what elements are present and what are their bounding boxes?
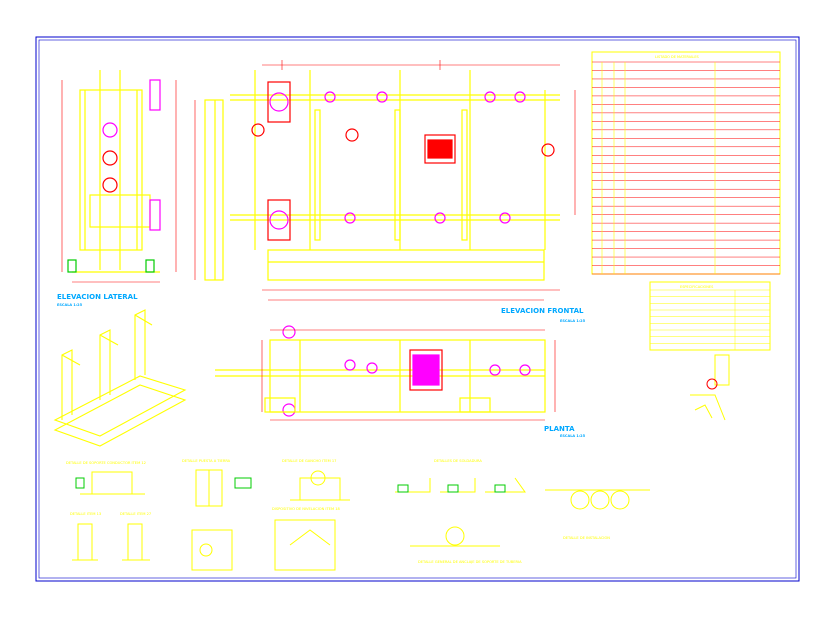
detail-instalacion-title: DETALLE DE INSTALACION (563, 536, 610, 540)
frontal-dimensions (194, 60, 576, 301)
detail-instalacion-drawing (545, 489, 650, 510)
lateral-title: ELEVACION LATERAL (57, 293, 138, 301)
detail-anclaje-title: DETALLE GENERAL DE ANCLAJE DE SOPORTE DE… (418, 560, 522, 564)
plan-scale: ESCALA 1:25 (560, 434, 586, 438)
detail-anclaje-drawing (410, 526, 500, 547)
detail-gancho-drawing (290, 470, 350, 501)
materials-table-title: LISTADO DE MATERIALES (655, 55, 700, 59)
lateral-elevation-view (67, 70, 161, 273)
detail-soldadura-title: DETALLES DE SOLDADURA (434, 459, 482, 463)
detail-soldadura-drawing (395, 477, 526, 493)
detail-puesta-tierra-drawing (191, 469, 252, 571)
specs-table: ESPECIFICACIONES (649, 281, 771, 351)
materials-table: LISTADO DE MATERIALES (591, 51, 781, 275)
specs-table-title: ESPECIFICACIONES (680, 285, 714, 289)
detail-soporte-title: DETALLE DE SOPORTE CONDUCTOR ITEM 12 (66, 461, 146, 465)
outer-border (35, 36, 800, 582)
frontal-title: ELEVACION FRONTAL (501, 307, 584, 315)
lateral-dimensions (61, 80, 177, 283)
frontal-scale: ESCALA 1:25 (560, 319, 586, 323)
plan-title: PLANTA (544, 425, 575, 433)
plan-view (215, 325, 546, 417)
isometric-frame-view (53, 309, 187, 447)
valve-detail (690, 354, 730, 421)
plan-dimensions (261, 329, 556, 421)
detail-nivelacion-title: DISPOSITIVO DE NIVELACION ITEM 18 (272, 507, 340, 511)
detail-item13-drawing (72, 523, 98, 561)
inner-border (38, 39, 797, 579)
detail-gancho-title: DETALLE DE GANCHO ITEM 17 (282, 459, 336, 463)
detail-soporte-drawing (75, 471, 145, 495)
detail-item13-title: DETALLE ITEM 13 (70, 512, 101, 516)
detail-puesta-tierra-title: DETALLE PUESTA A TIERRA (182, 459, 231, 463)
lateral-scale: ESCALA 1:25 (57, 303, 83, 307)
detail-item27-drawing (122, 523, 150, 561)
detail-item27-title: DETALLE ITEM 27 (120, 512, 151, 516)
detail-nivelacion-drawing (274, 519, 336, 571)
frontal-elevation-view (204, 70, 560, 281)
